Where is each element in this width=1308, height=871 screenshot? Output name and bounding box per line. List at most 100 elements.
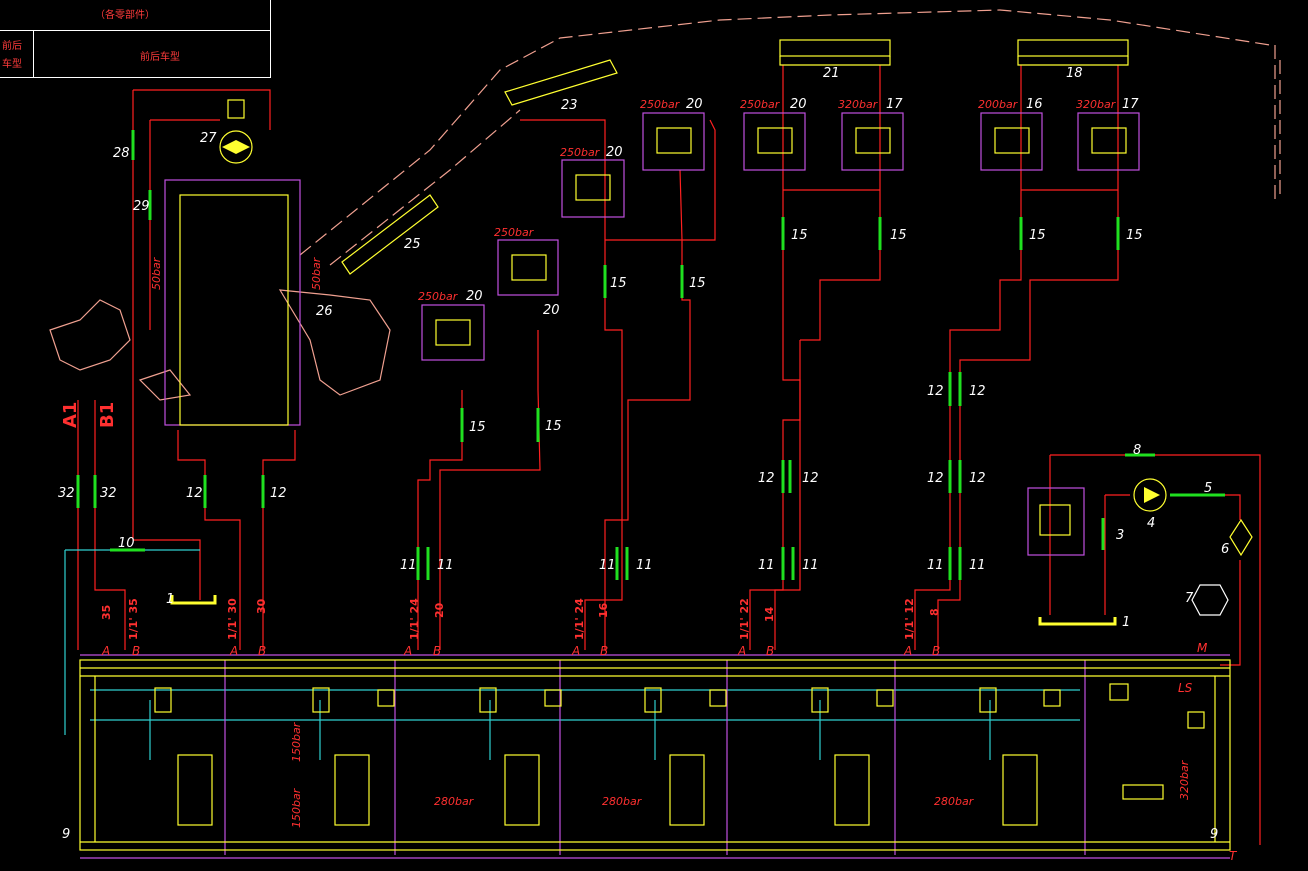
hoses (76, 130, 1225, 580)
component-label-c18: 18 (1066, 66, 1083, 81)
hose-label-h11e: 11 (758, 558, 775, 573)
port-label-pa5: A (737, 644, 746, 658)
port-side-labels: A1 B1 (60, 402, 118, 428)
title-row-divider (33, 31, 34, 77)
component-label-c25: 25 (404, 237, 421, 252)
component-label-c9b: 9 (1210, 827, 1218, 842)
pressure-label-p9: 280bar (434, 795, 475, 808)
pressure-label-p2: 250bar (740, 98, 781, 111)
hose-label-h15f: 15 (890, 228, 907, 243)
section-label-s11: 1/1' 12 (903, 598, 916, 640)
hose-label-h12f: 12 (969, 471, 986, 486)
hose-label-h11f: 11 (802, 558, 819, 573)
hose-label-h11h: 11 (969, 558, 986, 573)
section-label-s3: 1/1' 30 (226, 598, 239, 640)
pressure-label-r1: 50bar (150, 256, 163, 290)
hose-label-h11d: 11 (636, 558, 653, 573)
port-label-pa4: A (571, 644, 580, 658)
section-label-s8: 16 (597, 602, 610, 618)
component-label-c16: 16 (1026, 97, 1043, 112)
pump-motor (219, 99, 1253, 616)
pressure-label-p10: 280bar (602, 795, 643, 808)
section-label-s7: 1/1' 24 (573, 598, 586, 640)
component-label-c17a: 17 (886, 97, 903, 112)
port-label-pb6: B (932, 644, 940, 658)
port-label-pls: LS (1178, 681, 1193, 695)
hose-label-h12g: 12 (927, 384, 944, 399)
port-label-pb5: B (766, 644, 774, 658)
pressure-label-p4: 200bar (978, 98, 1019, 111)
hose-label-h12e: 12 (927, 471, 944, 486)
port-label-pm: M (1197, 641, 1208, 655)
valve-block (79, 179, 1231, 851)
rotated-pressure-labels: 50bar 50bar 150bar 150bar 320bar (150, 256, 1191, 828)
title-row-label-2: 车型 (2, 59, 22, 70)
pressure-label-r3: 150bar (290, 721, 303, 762)
component-label-c3: 3 (1116, 528, 1124, 543)
component-label-c20d: 20 (466, 289, 483, 304)
component-label-c1b: 1 (1122, 615, 1130, 630)
pressure-label-p5: 320bar (1076, 98, 1117, 111)
pressure-label-p8: 250bar (418, 290, 459, 303)
port-label-pa1: A (101, 644, 110, 658)
hose-label-h32a: 32 (58, 486, 75, 501)
pressure-lines (77, 65, 1261, 845)
component-label-c8: 8 (1133, 443, 1141, 458)
hose-label-h11a: 11 (400, 558, 417, 573)
pressure-label-r2: 50bar (310, 256, 323, 290)
pressure-label-r4: 150bar (290, 787, 303, 828)
side-label-b1: B1 (97, 402, 118, 428)
component-label-c6: 6 (1221, 542, 1229, 557)
section-label-s6: 20 (433, 602, 446, 618)
section-label-s10: 14 (763, 606, 776, 622)
relief-valve-boxes (421, 112, 1140, 556)
component-label-c7: 7 (1185, 591, 1194, 606)
hose-label-h15g: 15 (1029, 228, 1046, 243)
component-label-c20c: 20 (606, 145, 623, 160)
spool-valves (154, 683, 1205, 826)
component-label-c20b: 20 (790, 97, 807, 112)
hose-label-h15c: 15 (610, 276, 627, 291)
section-label-s1: 35 (100, 605, 113, 620)
component-label-c4: 4 (1147, 516, 1155, 531)
title-header-text: （各零部件） (95, 10, 155, 21)
port-label-pb2: B (258, 644, 266, 658)
section-label-s9: 1/1' 22 (738, 598, 751, 640)
section-label-s12: 8 (928, 608, 941, 616)
port-label-pb4: B (600, 644, 608, 658)
hose-label-h15b: 15 (545, 419, 562, 434)
port-label-pb3: B (433, 644, 441, 658)
title-row-label-1: 前后 (2, 41, 22, 52)
pressure-label-p6: 250bar (560, 146, 601, 159)
hose-label-h12c: 12 (758, 471, 775, 486)
component-label-c10: 10 (118, 536, 135, 551)
hose-label-h32b: 32 (100, 486, 117, 501)
component-label-c21: 21 (823, 66, 840, 81)
hose-label-h15a: 15 (469, 420, 486, 435)
relief-valve-inner (435, 127, 1127, 536)
pressure-label-p11: 280bar (934, 795, 975, 808)
component-label-c5: 5 (1204, 481, 1212, 496)
pressure-labels: 250bar 250bar 320bar 200bar 320bar 250bar 250b… (418, 98, 1117, 808)
component-label-c20e: 20 (543, 303, 560, 318)
port-label-pa2: A (229, 644, 238, 658)
hose-label-h15d: 15 (689, 276, 706, 291)
pressure-label-p7: 250bar (494, 226, 535, 239)
section-label-s2: 1/1' 35 (127, 598, 140, 640)
port-label-pb1: B (132, 644, 140, 658)
component-label-c1a: 1 (166, 592, 174, 607)
hose-label-h12h: 12 (969, 384, 986, 399)
port-label-pa3: A (403, 644, 412, 658)
pressure-label-p3: 320bar (838, 98, 879, 111)
hose-label-h12a: 12 (186, 486, 203, 501)
section-label-s4: 30 (255, 598, 268, 614)
side-label-a1: A1 (60, 402, 81, 428)
component-label-c17b: 17 (1122, 97, 1139, 112)
port-label-pa6: A (903, 644, 912, 658)
tanks[interactable] (170, 595, 1117, 626)
pressure-label-r5: 320bar (1178, 759, 1191, 800)
